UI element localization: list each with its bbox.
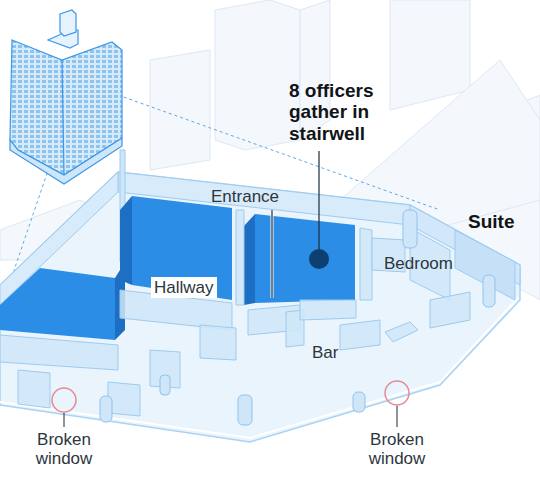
callout-label: Broken window xyxy=(345,430,449,468)
floor xyxy=(0,172,520,442)
illustration-shape xyxy=(62,60,64,175)
callout-marks xyxy=(52,151,409,427)
illustration-shape xyxy=(236,210,244,305)
illustration-shape xyxy=(18,370,50,408)
area-label: Suite xyxy=(468,211,514,232)
illustration-shape xyxy=(0,172,520,442)
illustration-shape xyxy=(0,335,118,370)
illustration-shape xyxy=(120,196,132,285)
illustration-shape xyxy=(385,322,418,342)
illustration-shape xyxy=(238,395,252,425)
columns xyxy=(100,210,495,425)
illustration-shape xyxy=(255,214,355,303)
callout-label: Broken window xyxy=(12,430,116,468)
illustration-shape xyxy=(340,320,380,350)
illustration-shape xyxy=(160,375,170,395)
illustration-shape xyxy=(10,138,122,184)
illustration-shape xyxy=(60,10,76,36)
illustration-shape xyxy=(403,210,417,248)
illustration-shape xyxy=(64,413,65,427)
interior-walls xyxy=(0,210,470,416)
illustration-shape xyxy=(244,214,255,305)
illustration-shape xyxy=(108,382,140,416)
room-label: Bedroom xyxy=(384,254,453,273)
illustration-shape xyxy=(385,381,409,405)
illustration-shape xyxy=(390,0,470,110)
illustration-shape xyxy=(200,325,236,360)
illustration-shape xyxy=(300,300,356,320)
illustration-shape xyxy=(353,392,365,412)
illustration-shape xyxy=(52,388,76,412)
illustration-shape xyxy=(0,268,115,340)
room-label: Hallway xyxy=(151,277,217,298)
room-label: Entrance xyxy=(211,187,279,206)
illustration-shape xyxy=(318,151,319,252)
illustration-shape xyxy=(360,228,372,300)
illustration-shape xyxy=(483,275,495,307)
room-label: Bar xyxy=(312,343,338,362)
rooms xyxy=(0,196,355,340)
hotel-tower xyxy=(10,10,122,184)
callout-heading: 8 officers gather in stairwell xyxy=(289,80,407,144)
illustration-shape xyxy=(430,292,470,328)
illustration-shape xyxy=(271,210,272,298)
illustration-shape xyxy=(215,0,300,150)
illustration-shape xyxy=(397,406,398,427)
illustration-shape xyxy=(132,196,232,300)
illustration-shape xyxy=(271,210,274,298)
illustration-shape xyxy=(100,396,112,422)
illustration-shape xyxy=(309,249,329,269)
